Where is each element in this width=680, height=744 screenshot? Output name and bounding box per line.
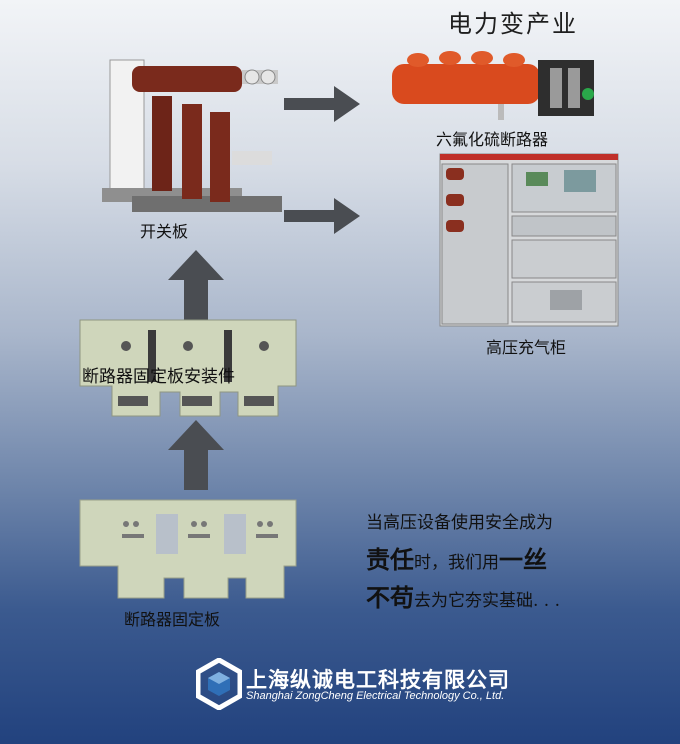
- fixing-plate-caption: 断路器固定板: [124, 610, 221, 629]
- hv-cabinet-image: [439, 153, 619, 327]
- switch-panel-image: [102, 59, 282, 212]
- company-name-cn: 上海纵诚电工科技有限公司: [246, 668, 510, 692]
- slogan-line-3: 不苟去为它夯实基础. . .: [366, 578, 560, 613]
- arrow-up-icon: [168, 420, 224, 490]
- arrow-right-icon: [284, 198, 360, 234]
- switch-panel-caption: 开关板: [140, 222, 189, 241]
- slogan-emphasis: 一丝: [499, 545, 547, 574]
- sf6-breaker-caption: 六氟化硫断路器: [436, 130, 549, 149]
- company-logo-icon: [196, 658, 242, 710]
- hv-cabinet-caption: 高压充气柜: [486, 338, 567, 357]
- slogan-line-1: 当高压设备使用安全成为: [366, 513, 553, 533]
- slogan-emphasis: 不苟: [366, 583, 414, 612]
- mounting-part-caption: 断路器固定板安装件: [82, 367, 235, 387]
- company-name-en: Shanghai ZongCheng Electrical Technology…: [246, 690, 505, 702]
- arrow-right-icon: [284, 86, 360, 122]
- slogan-text: 去为它夯实基础. . .: [414, 591, 561, 611]
- page-heading: 电力变产业: [448, 10, 578, 38]
- arrow-up-icon: [168, 250, 224, 320]
- slogan-line-2: 责任时，我们用一丝: [366, 540, 547, 575]
- sf6-breaker-image: [392, 51, 594, 120]
- mounting-part-image: [79, 319, 297, 417]
- fixing-plate-image: [79, 499, 297, 599]
- slogan-emphasis: 责任: [366, 545, 414, 574]
- slogan-text: 时，我们用: [414, 553, 499, 573]
